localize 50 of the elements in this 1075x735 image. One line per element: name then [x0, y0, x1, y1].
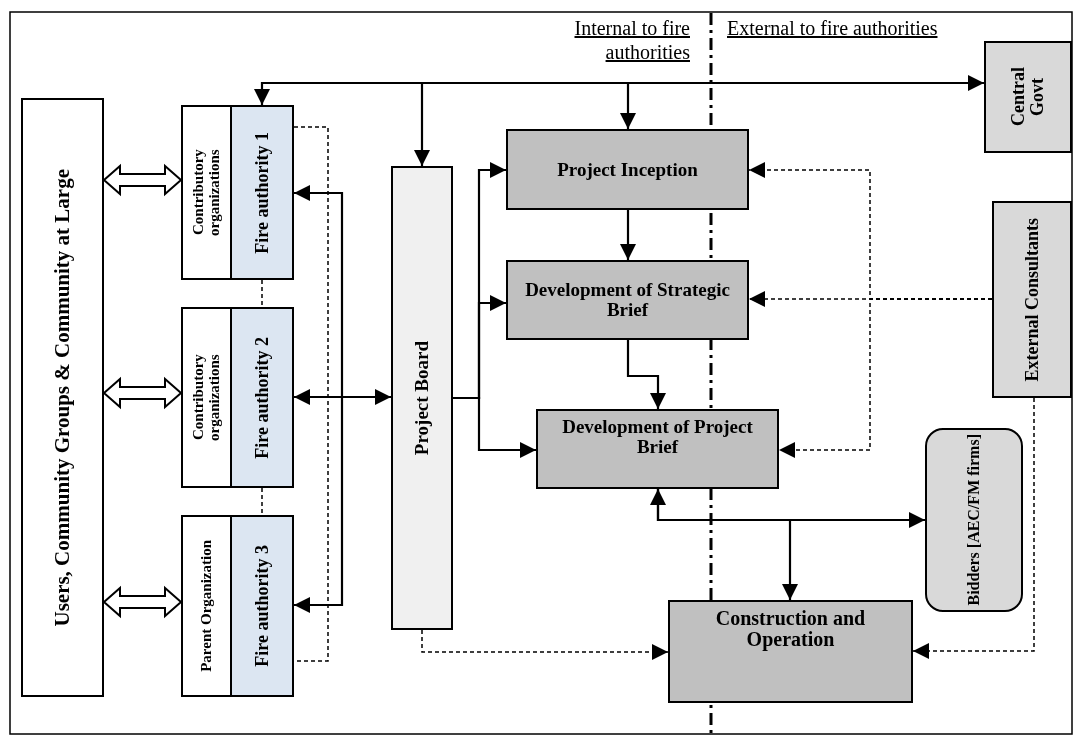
arrow — [421, 629, 669, 660]
box-label: Fire authority 1 — [252, 131, 272, 254]
process-box — [668, 600, 913, 703]
arrow — [650, 489, 925, 528]
double-arrow — [102, 585, 183, 619]
box-label: Users, Community Groups & Community at Large — [51, 168, 74, 627]
authority-cell — [230, 307, 294, 488]
connector-line — [293, 126, 329, 662]
organization-cell — [181, 307, 232, 488]
authority-cell — [230, 515, 294, 697]
region-label: External to fire authorities — [727, 16, 939, 40]
process-box — [506, 260, 749, 340]
process-box — [506, 129, 749, 210]
connector-line — [261, 487, 263, 516]
arrow — [620, 210, 636, 260]
box-label: Parent Organization — [198, 540, 215, 672]
double-arrow — [102, 163, 183, 197]
box-label: Construction and Operation — [714, 608, 867, 650]
arrow — [294, 395, 391, 613]
box-label: Project Board — [412, 340, 432, 456]
double-arrow — [102, 376, 183, 410]
arrow — [778, 298, 993, 458]
process-box — [536, 409, 779, 489]
region-label: Internal to fire authorities — [573, 16, 690, 64]
arrow — [656, 489, 798, 600]
box-label: Development of Project Brief — [561, 417, 754, 457]
connector-line — [261, 279, 263, 308]
board-box — [391, 166, 453, 630]
arrow — [414, 83, 430, 166]
arrow — [254, 81, 422, 105]
stakeholder-box — [992, 201, 1072, 398]
arrow — [453, 396, 536, 458]
box-label: Fire authority 3 — [252, 545, 272, 667]
box-label: Project Inception — [557, 159, 698, 180]
stakeholder-box — [984, 41, 1072, 153]
box-label: Contributory organizations — [190, 148, 223, 238]
box-label: Contributory organizations — [190, 353, 223, 443]
bidder-box — [925, 428, 1023, 612]
arrow — [912, 397, 1035, 659]
box-label: Fire authority 2 — [252, 336, 272, 459]
box-label: Bidders [AEC/FM firms] — [965, 434, 983, 606]
authority-cell — [230, 105, 294, 280]
organization-cell — [181, 105, 232, 280]
stakeholder-box — [21, 98, 104, 697]
box-label: Development of Strategic Brief — [524, 280, 731, 320]
organization-cell — [181, 515, 232, 697]
box-label: Central Govt — [1009, 66, 1047, 129]
arrow — [294, 389, 391, 405]
arrow — [626, 340, 666, 409]
box-label: External Consultants — [1022, 217, 1042, 382]
